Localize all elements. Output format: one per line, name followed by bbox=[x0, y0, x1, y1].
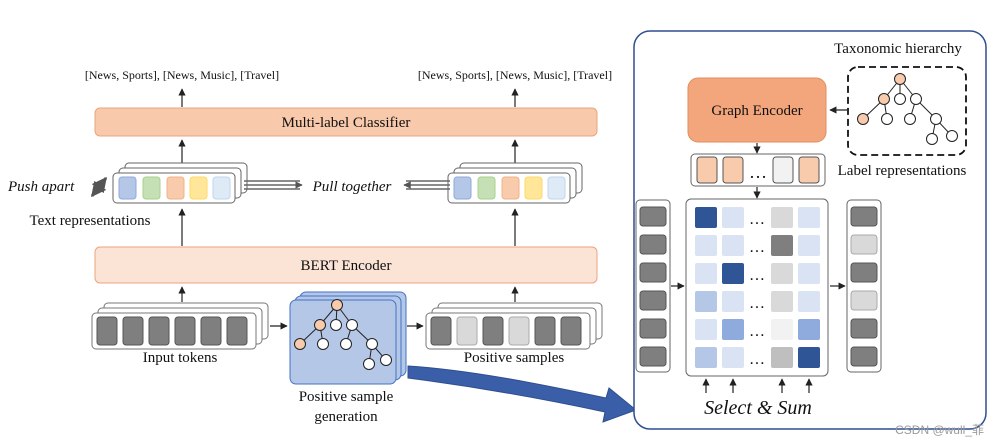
taxonomic-hierarchy-label: Taxonomic hierarchy bbox=[834, 41, 962, 57]
generation-label-line2: generation bbox=[314, 409, 378, 425]
text-representation-stack-right bbox=[447, 162, 583, 204]
matrix-ellipsis-row5: … bbox=[749, 323, 765, 340]
output-label-left: [News, Sports], [News, Music], [Travel] bbox=[85, 68, 279, 82]
input-tokens-stack bbox=[91, 302, 269, 350]
matrix-ellipsis-row1: … bbox=[749, 211, 765, 228]
label-representations-label: Label representations bbox=[838, 163, 967, 179]
generation-label-line1: Positive sample bbox=[299, 389, 394, 405]
bert-encoder: BERT Encoder bbox=[94, 246, 598, 284]
pull-together-label: Pull together bbox=[312, 179, 392, 195]
classifier-label: Multi-label Classifier bbox=[282, 115, 411, 131]
taxonomic-hierarchy-box bbox=[847, 66, 967, 156]
label-representations: … bbox=[690, 153, 826, 187]
text-representations-label: Text representations bbox=[30, 213, 151, 229]
watermark: CSDN @wull_菲 bbox=[895, 423, 984, 437]
select-sum-label: Select & Sum bbox=[704, 397, 812, 419]
push-apart-label: Push apart bbox=[7, 179, 75, 195]
label-rep-ellipsis: … bbox=[749, 162, 767, 182]
push-apart-arrow bbox=[90, 176, 108, 198]
pull-together-arrow-right bbox=[403, 180, 450, 190]
graph-encoder: Graph Encoder bbox=[687, 77, 827, 143]
pull-together-arrow-left bbox=[244, 180, 303, 190]
text-representation-stack-left bbox=[112, 162, 248, 204]
matrix-ellipsis-row2: … bbox=[749, 239, 765, 256]
encoder-label: BERT Encoder bbox=[301, 258, 392, 274]
attention-matrix: … … … … … … bbox=[685, 198, 829, 377]
big-blue-arrow bbox=[407, 365, 637, 423]
input-tokens-label: Input tokens bbox=[143, 350, 218, 366]
matrix-ellipsis-row6: … bbox=[749, 351, 765, 368]
positive-samples-label: Positive samples bbox=[464, 350, 565, 366]
matrix-ellipsis-row3: … bbox=[749, 267, 765, 284]
matrix-output-column bbox=[846, 199, 882, 373]
positive-sample-generation-box bbox=[289, 291, 407, 385]
positive-samples-stack bbox=[425, 302, 603, 350]
multi-label-classifier: Multi-label Classifier bbox=[94, 107, 598, 137]
matrix-input-column bbox=[635, 199, 671, 373]
output-label-right: [News, Sports], [News, Music], [Travel] bbox=[418, 68, 612, 82]
graph-encoder-label: Graph Encoder bbox=[711, 103, 802, 119]
matrix-ellipsis-row4: … bbox=[749, 295, 765, 312]
